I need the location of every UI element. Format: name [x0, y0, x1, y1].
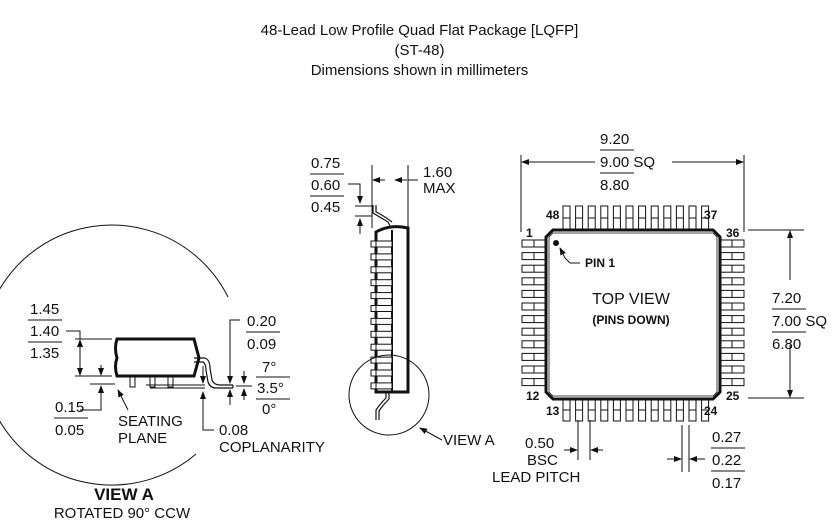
view-a-title: VIEW A: [94, 485, 154, 504]
side-lead-end: [371, 293, 376, 299]
pin1-label: PIN 1: [585, 256, 615, 270]
body-thickness-max: 1.45: [30, 301, 59, 318]
side-lead: [376, 241, 392, 247]
side-lead-end: [371, 241, 376, 247]
top-view: PIN 1 TOP VIEW (PINS DOWN) 1 12 13 24 25…: [492, 131, 827, 492]
side-lead: [376, 306, 392, 312]
top-view-title: TOP VIEW: [592, 291, 671, 308]
pin-37-number: 37: [704, 208, 718, 222]
pin-1-number: 1: [526, 226, 533, 240]
pin-36-number: 36: [726, 226, 740, 240]
coplanarity-label: COPLANARITY: [219, 439, 325, 456]
side-lead-end: [371, 306, 376, 312]
lead-pitch-basis: BSC: [527, 452, 558, 469]
side-lead: [376, 357, 392, 363]
lead-length-nom: 0.60: [311, 177, 340, 194]
view-a-callout: VIEW A: [443, 432, 495, 449]
lead-length-min: 0.45: [311, 199, 340, 216]
side-lead-end: [371, 318, 376, 324]
coplanarity-value: 0.08: [219, 422, 248, 439]
body-nom: 7.00 SQ: [772, 313, 827, 330]
top-view-subtitle: (PINS DOWN): [592, 313, 669, 327]
height-label: MAX: [423, 180, 456, 197]
foot-angle-min: 0°: [262, 401, 276, 418]
standoff-max: 0.15: [55, 399, 84, 416]
lead-width-max: 0.27: [712, 429, 741, 446]
pin-12-number: 12: [526, 389, 540, 403]
view-a-subtitle: ROTATED 90° CCW: [54, 505, 191, 522]
side-lead-end: [371, 344, 376, 350]
overall-max: 9.20: [600, 131, 629, 148]
seating-plane-line1: SEATING: [118, 413, 183, 430]
lead-pitch-value: 0.50: [525, 435, 554, 452]
side-lead: [376, 254, 392, 260]
side-lead-end: [371, 331, 376, 337]
side-lead: [376, 318, 392, 324]
lead-width-min: 0.17: [712, 475, 741, 492]
view-a: 1.45 1.40 1.35 0.15 0.05 SEATING PLANE 0…: [0, 225, 325, 522]
lead-thickness-max: 0.20: [247, 313, 276, 330]
foot-angle-max: 7°: [262, 359, 276, 376]
pin-24-number: 24: [704, 404, 718, 418]
pin1-dot: [553, 240, 559, 246]
standoff-min: 0.05: [55, 422, 84, 439]
pin-13-number: 13: [546, 404, 560, 418]
side-lead: [376, 370, 392, 376]
side-lead-end: [371, 383, 376, 389]
side-lead: [376, 383, 392, 389]
body-thickness-nom: 1.40: [30, 323, 59, 340]
side-lead: [376, 280, 392, 286]
side-lead: [376, 267, 392, 273]
seating-plane-line2: PLANE: [118, 430, 167, 447]
foot-angle-nom: 3.5°: [257, 380, 284, 397]
body-min: 6.80: [772, 336, 801, 353]
overall-nom: 9.00 SQ: [600, 154, 655, 171]
height-value: 1.60: [423, 164, 452, 181]
side-lead: [376, 331, 392, 337]
side-lead: [376, 344, 392, 350]
lead-width-nom: 0.22: [712, 452, 741, 469]
side-view: 1.60 MAX 0.75 0.60 0.45 VIEW A: [310, 155, 495, 449]
side-lead-end: [371, 370, 376, 376]
overall-min: 8.80: [600, 177, 629, 194]
lead-pitch-label: LEAD PITCH: [492, 469, 580, 486]
body-max: 7.20: [772, 290, 801, 307]
side-lead-end: [371, 280, 376, 286]
side-lead: [376, 293, 392, 299]
view-a-body: [116, 339, 200, 376]
lead-length-max: 0.75: [311, 155, 340, 172]
side-lead-end: [371, 267, 376, 273]
pin-25-number: 25: [726, 389, 740, 403]
lead-thickness-min: 0.09: [247, 336, 276, 353]
side-lead-end: [371, 254, 376, 260]
body-thickness-min: 1.35: [30, 345, 59, 362]
pin-48-number: 48: [546, 208, 560, 222]
